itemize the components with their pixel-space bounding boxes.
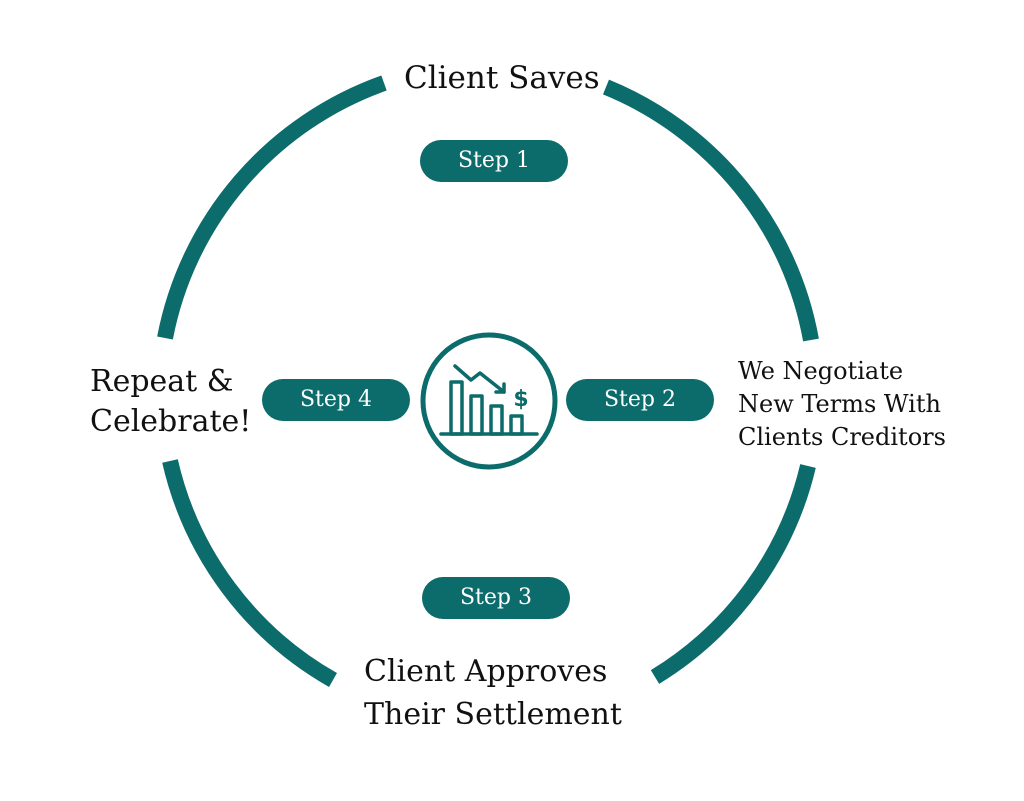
icon-trend-arrowhead	[494, 382, 506, 394]
stage-label-client-saves: Client Saves	[404, 58, 600, 98]
chart-decline-dollar-icon: $	[420, 332, 558, 470]
cycle-arc-bottom-left	[162, 459, 337, 687]
stage-label-approves: Client Approves Their Settlement	[364, 650, 622, 736]
stage-label-line: Client Approves	[364, 654, 608, 689]
step-4-badge: Step 4	[262, 379, 410, 421]
step-2-badge: Step 2	[566, 379, 714, 421]
icon-trend-line	[453, 364, 506, 394]
icon-bar-3	[489, 404, 504, 436]
step-3-badge: Step 3	[422, 577, 570, 619]
cycle-arc-top-right	[602, 79, 819, 342]
stage-label-negotiate: We Negotiate New Terms With Clients Cred…	[738, 355, 946, 454]
stage-label-line: Client Saves	[404, 60, 600, 96]
stage-label-line: New Terms With	[738, 390, 941, 418]
stage-label-celebrate: Repeat & Celebrate!	[90, 362, 251, 442]
icon-dollar-sign: $	[513, 387, 528, 412]
icon-bar-2	[469, 394, 484, 436]
stage-label-line: Celebrate!	[90, 404, 252, 439]
stage-label-line: Clients Creditors	[738, 423, 946, 451]
icon-bar-1	[449, 380, 464, 436]
stage-label-line: Repeat &	[90, 364, 234, 399]
stage-label-line: We Negotiate	[738, 357, 904, 385]
cycle-arc-top-left	[157, 75, 387, 340]
cycle-arc-bottom-right	[650, 464, 816, 684]
icon-circle-outline	[420, 332, 558, 470]
stage-label-line: Their Settlement	[364, 697, 622, 732]
icon-bar-4	[509, 414, 524, 436]
step-1-badge: Step 1	[420, 140, 568, 182]
